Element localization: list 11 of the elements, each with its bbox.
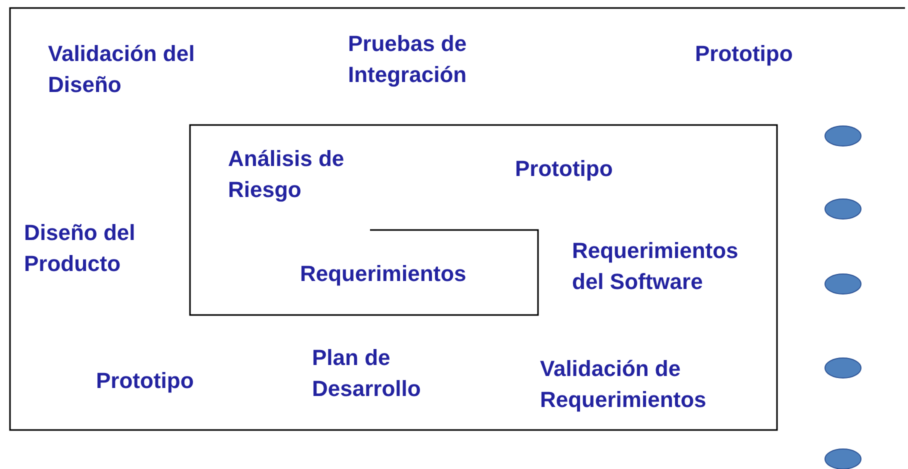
spiral-label: Prototipo [96,367,194,395]
spiral-label: Pruebas de Integración [348,30,468,89]
spiral-label: Plan de Desarrollo [312,344,422,403]
spiral-label: Validación de Requerimientos [540,355,708,414]
spiral-label: Requerimientos del Software [572,237,740,296]
spiral-label: Validación del Diseño [48,40,196,99]
spiral-label: Prototipo [515,155,613,183]
spiral-label: Prototipo [695,40,793,68]
spiral-label: Diseño del Producto [24,219,136,278]
spiral-label: Requerimientos [300,260,466,288]
spiral-label: Análisis de Riesgo [228,145,346,204]
